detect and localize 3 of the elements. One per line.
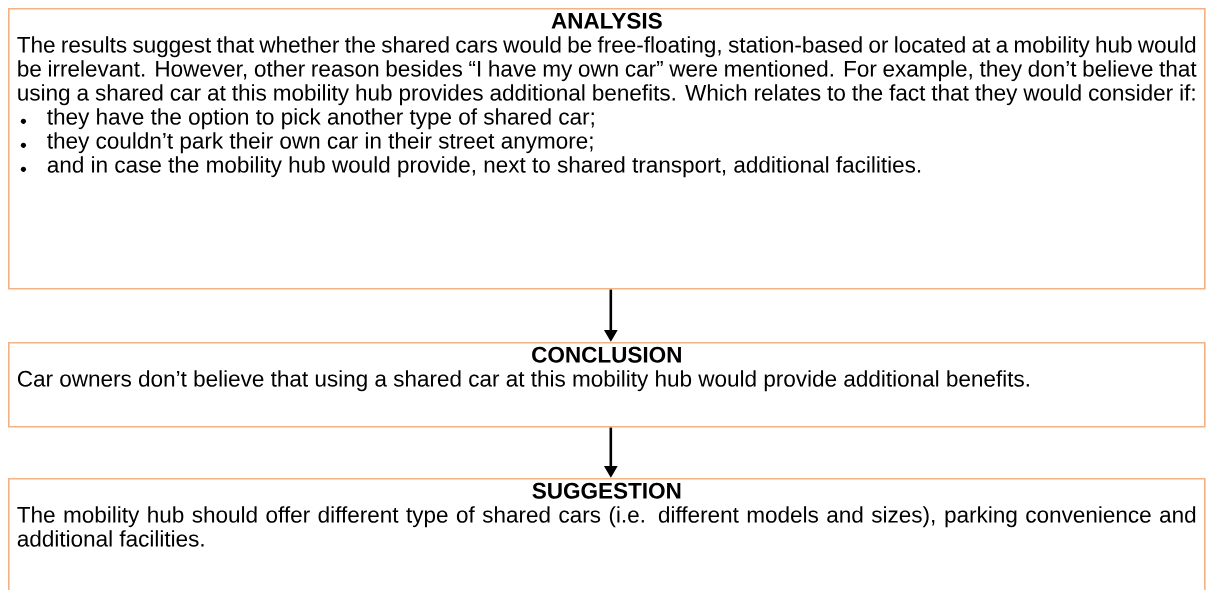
text-box: SUGGESTION The mobility hub should offer different type of shared cars (i.e. different models and sizes), parking convenience and additional facilities. xyxy=(8,478,1206,590)
text-box: CONCLUSION Car owners don’t believe that using a shared car at this mobility hub would provide additional benefits. xyxy=(8,342,1206,428)
text-box: ANALYSIS The results suggest that whether the shared cars would be free-floating, station-based or located at a mobility hub would be irrelevant. However, other reason besides “I have my own car” were mentioned. For example, they don’t believe that using a shared car at this mobility hub provides additional benefits. Which relates to the fact that they would consider if: they have the option to pick another type of shared car; they couldn’t park their own car in their street anymore; and in case the mobility hub would provide, next to shared transport, additional facilities. xyxy=(8,8,1206,290)
